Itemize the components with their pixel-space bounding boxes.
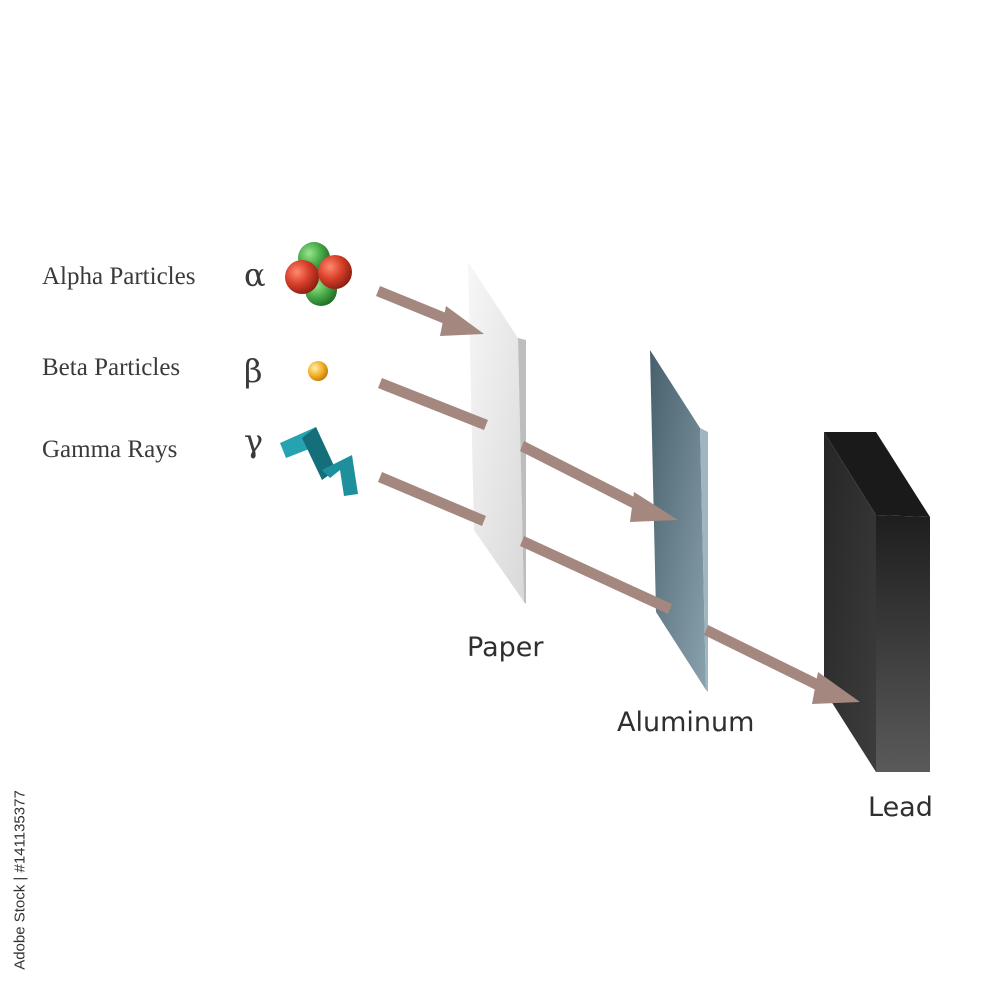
alpha-ray-arrow (376, 286, 484, 336)
alpha-particle-icon (285, 242, 352, 306)
proton-ball (285, 260, 319, 294)
beta-ray-arrow (378, 378, 678, 522)
lead-label: Lead (868, 792, 933, 823)
stock-id-text: Adobe Stock | #141135377 (11, 790, 29, 970)
beta-symbol: β (244, 352, 263, 390)
aluminum-barrier (650, 350, 708, 692)
proton-ball (318, 255, 352, 289)
paper-barrier (468, 262, 526, 604)
alpha-label: Alpha Particles (42, 263, 195, 290)
gamma-label: Gamma Rays (42, 436, 177, 463)
gamma-ray-arrow (378, 472, 860, 704)
stock-id-watermark: Adobe Stock | #141135377 (6, 770, 34, 990)
aluminum-label: Aluminum (617, 707, 754, 738)
paper-label: Paper (467, 632, 544, 663)
gamma-ray-icon (280, 427, 358, 496)
beta-label: Beta Particles (42, 354, 180, 381)
gamma-symbol: γ (244, 422, 263, 460)
beta-particle-icon (308, 361, 328, 381)
alpha-symbol: α (244, 256, 266, 294)
lead-barrier (824, 432, 930, 772)
